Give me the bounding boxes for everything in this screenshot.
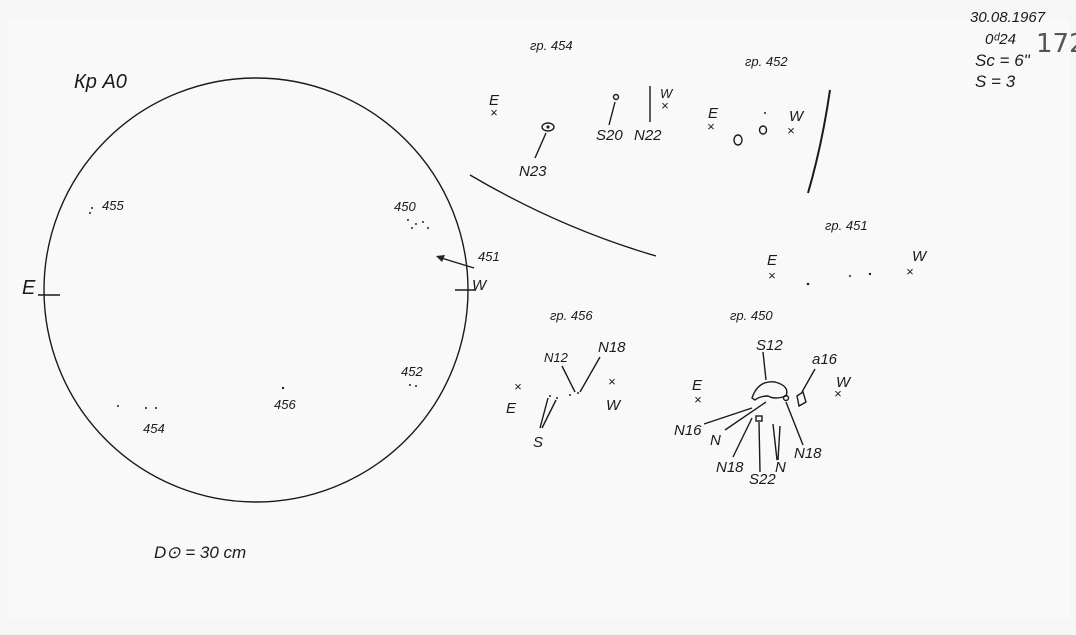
group-456-label-s: S (533, 434, 543, 451)
group-450-label-a16: a16 (812, 351, 838, 368)
limb-arc-right (807, 89, 831, 194)
group-456-dots (549, 392, 579, 399)
group-450-label-s22: S22 (749, 471, 776, 488)
group-450-label-n16: N16 (674, 422, 702, 439)
cross-icon: × (661, 98, 669, 113)
spot-s20 (612, 93, 620, 101)
arrow-head-icon (436, 255, 445, 262)
cross-icon: × (787, 123, 795, 138)
group-450-label-n-2: N (775, 459, 786, 476)
disk-spot-dots (89, 207, 429, 409)
spot-umbra (546, 125, 550, 129)
date-label: 30.08.1967 (970, 9, 1046, 26)
disk-diameter-label: D⊙ = 30 cm (154, 543, 246, 562)
group-451-east: E (767, 252, 778, 269)
limb-arc-left (469, 174, 657, 257)
cross-icon: × (707, 119, 715, 134)
cross-icon: × (608, 374, 616, 389)
spot-dot (764, 112, 766, 114)
pointer-line (539, 397, 549, 429)
pointer-line (772, 423, 778, 461)
group-454-label-n23: N23 (519, 163, 547, 180)
cross-icon: × (490, 105, 498, 120)
group-450-west: W (836, 374, 852, 391)
pointer-line (758, 421, 761, 473)
group-456-title: гр. 456 (550, 308, 593, 323)
group-451-west: W (912, 248, 928, 265)
group-456-label-n12: N12 (544, 350, 569, 365)
arrow-451 (437, 256, 475, 269)
pointer-line (541, 399, 557, 429)
spot-a16 (796, 390, 807, 408)
time-label: 0ᵈ24 (985, 31, 1016, 48)
disk-group-450: 450 (394, 199, 416, 214)
group-454-west: W (660, 86, 674, 101)
group-451-title: гр. 451 (825, 218, 868, 233)
spot (755, 415, 763, 422)
cross-icon: × (906, 264, 914, 279)
group-456-east: E (506, 400, 517, 417)
disk-west-label: W (472, 277, 488, 294)
pointer-line (785, 401, 804, 446)
disk-group-456: 456 (274, 397, 296, 412)
group-454-east: E (489, 92, 500, 109)
group-451-dots (806, 272, 872, 286)
disk-group-452: 452 (401, 364, 423, 379)
disk-east-label: E (22, 277, 36, 299)
pointer-line (534, 132, 547, 159)
pointer-line (762, 351, 767, 381)
disk-group-454: 454 (143, 421, 165, 436)
spot (733, 134, 743, 146)
group-450-label-n18: N18 (716, 459, 744, 476)
group-450-label-n18-2: N18 (794, 445, 822, 462)
group-450-label-s12: S12 (756, 337, 783, 354)
group-454-label-s20: S20 (596, 127, 623, 144)
group-450-title: гр. 450 (730, 308, 773, 323)
pointer-line (732, 417, 753, 458)
group-452-east: E (708, 105, 719, 122)
cross-icon: × (834, 386, 842, 401)
pointer-line (608, 101, 616, 126)
spot-n23 (541, 122, 555, 132)
cross-icon: × (514, 379, 522, 394)
group-456-label-n18: N18 (598, 339, 626, 356)
pointer-line (561, 365, 576, 393)
pointer-line (777, 425, 781, 461)
group-450-east: E (692, 377, 703, 394)
cross-icon: × (694, 392, 702, 407)
group-450-label-n: N (710, 432, 721, 449)
s-value-label: S = 3 (975, 72, 1016, 91)
pointer-line (579, 356, 601, 393)
pointer-line (801, 368, 816, 393)
pointer-line (703, 407, 753, 425)
disk-title: Кр А0 (74, 71, 127, 93)
cross-icon: × (768, 268, 776, 283)
scale-label: Sc = 6" (975, 51, 1031, 70)
paper (8, 18, 1070, 618)
group-454-label-n22: N22 (634, 127, 662, 144)
spot (782, 394, 790, 402)
sheet-number: 172 (1036, 29, 1076, 59)
disk-group-451: 451 (478, 249, 500, 264)
spot (758, 125, 768, 135)
pointer-line (724, 401, 767, 431)
group-452-title: гр. 452 (745, 54, 788, 69)
disk-group-455: 455 (102, 198, 124, 213)
group-454-title: гр. 454 (530, 38, 573, 53)
group-452-west: W (789, 108, 805, 125)
group-456-west: W (606, 397, 622, 414)
